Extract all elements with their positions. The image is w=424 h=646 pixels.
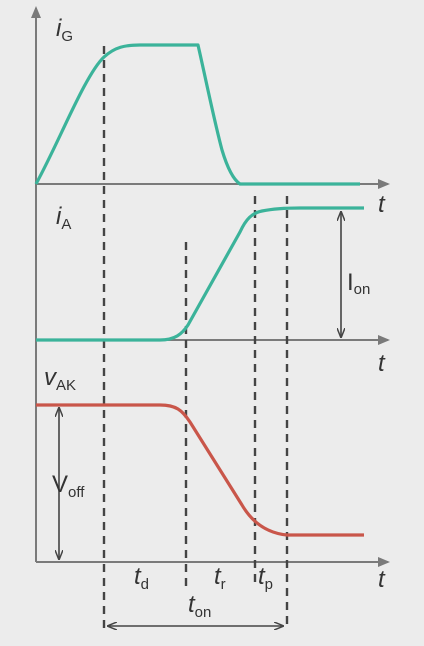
ig-label: iG — [56, 15, 73, 45]
ion-label: Ion — [347, 269, 370, 298]
anode-cathode-voltage-curve — [36, 403, 364, 537]
td-label: td — [134, 563, 149, 593]
anode-current-curve — [36, 206, 364, 342]
tp-label: tp — [258, 563, 273, 593]
ig-axis-t-label: t — [378, 191, 386, 218]
vak-label: vAK — [44, 364, 76, 394]
gate-current-curve — [34, 43, 360, 186]
timing-markers — [102, 46, 289, 628]
ia-label: iA — [56, 203, 71, 233]
voff-label: Voff — [52, 471, 85, 501]
vak-axis-t-label: t — [378, 566, 386, 593]
ton-label: ton — [188, 591, 211, 621]
tr-label: tr — [214, 563, 226, 593]
ia-axis-t-label: t — [378, 350, 386, 377]
